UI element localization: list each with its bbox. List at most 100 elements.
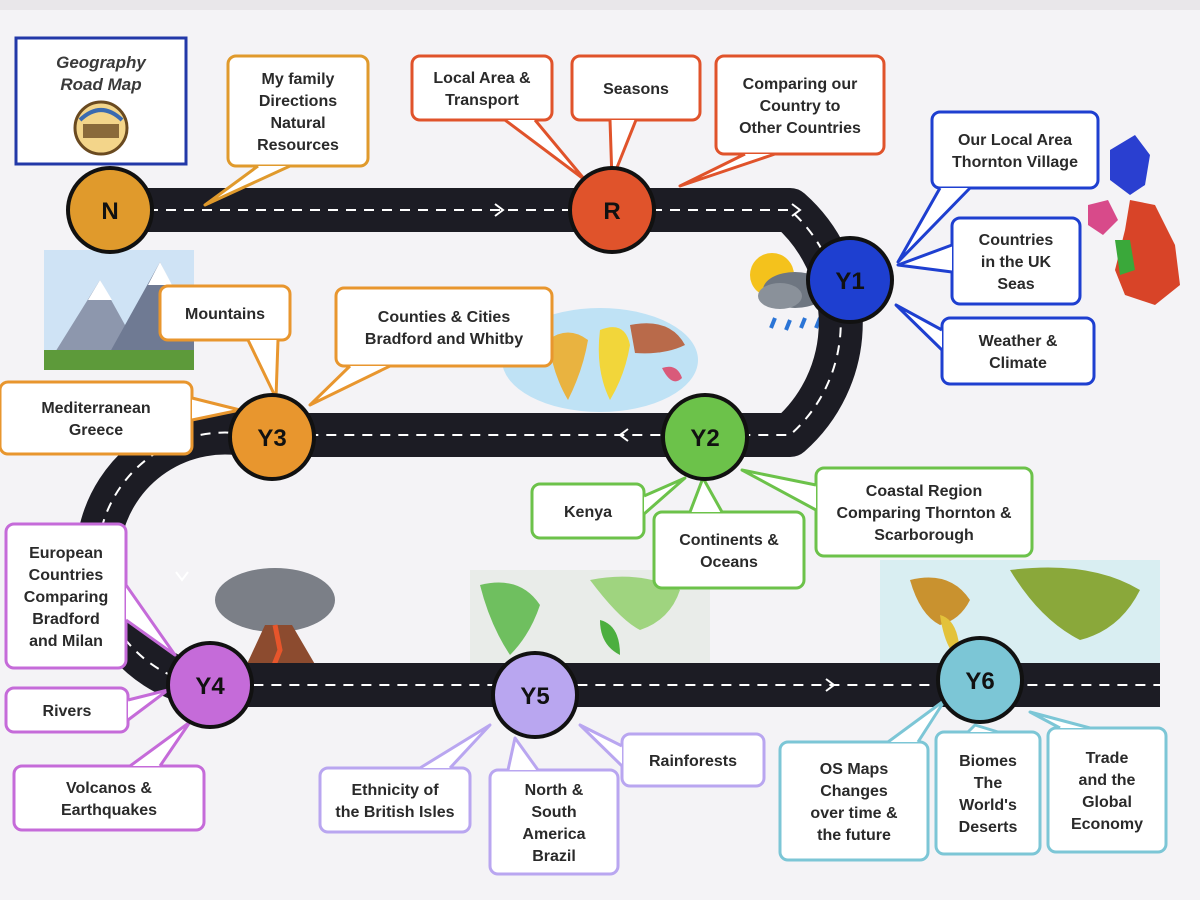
callout-y6a-line-2: over time & — [810, 805, 898, 822]
callout-y4a-line-0: European — [29, 545, 103, 562]
callout-y1c: Weather & Climate — [894, 303, 1096, 386]
stop-label-y2: Y2 — [690, 425, 719, 452]
callout-y2c-line-2: Scarborough — [874, 527, 974, 544]
stop-r: R — [568, 166, 656, 254]
callout-y1a-line-1: Thornton Village — [952, 154, 1078, 171]
stop-y2: Y2 — [661, 393, 749, 481]
callout-r2: Seasons — [570, 54, 702, 182]
uk-map-picture — [1088, 135, 1180, 305]
callout-y4c-line-0: Volcanos & — [66, 780, 152, 797]
callout-y5b-line-3: Brazil — [532, 848, 576, 865]
callout-y4c-line-1: Earthquakes — [61, 802, 157, 819]
callout-y4a-line-3: Bradford — [32, 611, 100, 628]
callout-y6b-line-0: Biomes — [959, 753, 1017, 770]
callout-y2b: Continents & Oceans — [652, 476, 806, 590]
callout-y2a: Kenya — [530, 476, 687, 540]
callout-y6a-line-1: Changes — [820, 783, 888, 800]
stop-y4: Y4 — [166, 641, 254, 729]
callout-y5b-line-1: South — [531, 804, 576, 821]
callout-n1-line-2: Natural — [270, 115, 325, 132]
callout-r3-line-2: Other Countries — [739, 120, 861, 137]
road-arrow-2 — [791, 203, 802, 217]
callout-y5a-line-1: the British Isles — [335, 804, 454, 821]
stop-label-y1: Y1 — [835, 268, 864, 295]
callout-y6b-line-1: The — [974, 775, 1003, 792]
stop-y3: Y3 — [228, 393, 316, 481]
road-arrow-5 — [825, 678, 836, 692]
school-logo — [73, 100, 129, 156]
callout-y6c-line-2: Global — [1082, 794, 1132, 811]
callout-n1-line-3: Resources — [257, 137, 339, 154]
callout-y5c-line-0: Rainforests — [649, 753, 737, 770]
callout-y4b: Rivers — [4, 686, 170, 734]
callout-y2c-line-0: Coastal Region — [866, 483, 982, 500]
callout-y1c-line-1: Climate — [989, 355, 1047, 372]
road-arrow-1 — [494, 203, 505, 217]
callout-y4a-line-4: and Milan — [29, 633, 103, 650]
callout-y5a: Ethnicity of the British Isles — [318, 723, 492, 834]
callout-y1b-line-0: Countries — [979, 232, 1054, 249]
callout-y2b-line-1: Oceans — [700, 554, 758, 571]
callout-y3b-line-1: Bradford and Whitby — [365, 331, 523, 348]
callout-y1a-line-0: Our Local Area — [958, 132, 1072, 149]
title-line1: Geography — [56, 53, 147, 72]
stop-label-y5: Y5 — [520, 683, 549, 710]
stop-y5: Y5 — [491, 651, 579, 739]
stop-y6: Y6 — [936, 636, 1024, 724]
road-arrow-4 — [175, 571, 189, 582]
title-box: Geography Road Map — [14, 36, 188, 166]
stop-label-y6: Y6 — [965, 668, 994, 695]
callout-y6a-line-0: OS Maps — [820, 761, 889, 778]
callout-y4c: Volcanos & Earthquakes — [12, 720, 206, 832]
callout-y5b-line-0: North & — [525, 782, 584, 799]
stop-n: N — [66, 166, 154, 254]
callout-r3-line-1: Country to — [760, 98, 841, 115]
road-arrow-3 — [618, 428, 629, 442]
callout-y2b-line-0: Continents & — [679, 532, 779, 549]
biomes-map-picture — [880, 560, 1160, 670]
callout-n1-line-0: My family — [262, 71, 335, 88]
callout-y3c-line-0: Mediterranean — [41, 400, 150, 417]
stop-y1: Y1 — [806, 236, 894, 324]
callout-y5c: Rainforests — [578, 723, 766, 788]
stop-label-r: R — [603, 198, 620, 225]
stop-label-n: N — [101, 198, 118, 225]
callout-y1c-line-0: Weather & — [979, 333, 1058, 350]
callout-y3c-line-1: Greece — [69, 422, 123, 439]
callout-y4a-line-1: Countries — [29, 567, 104, 584]
callout-r3-line-0: Comparing our — [743, 76, 858, 93]
callout-y3a: Mountains — [158, 284, 292, 400]
callout-y6c-line-0: Trade — [1086, 750, 1129, 767]
stop-label-y4: Y4 — [195, 673, 225, 700]
callout-y6b-line-2: World's — [959, 797, 1017, 814]
callout-y6b-line-3: Deserts — [959, 819, 1018, 836]
callout-y1b-line-1: in the UK — [981, 254, 1052, 271]
stop-label-y3: Y3 — [257, 425, 286, 452]
callout-y3b-line-0: Counties & Cities — [378, 309, 511, 326]
callout-r1-line-1: Transport — [445, 92, 519, 109]
callout-n1-line-1: Directions — [259, 93, 337, 110]
callout-y6c-line-3: Economy — [1071, 816, 1143, 833]
callout-y3a-line-0: Mountains — [185, 306, 265, 323]
callout-r1-line-0: Local Area & — [433, 70, 531, 87]
callout-r2-line-0: Seasons — [603, 81, 669, 98]
callout-y6a-line-3: the future — [817, 827, 891, 844]
title-line2: Road Map — [60, 75, 141, 94]
callout-y4b-line-0: Rivers — [43, 703, 92, 720]
callout-y5a-line-0: Ethnicity of — [351, 782, 439, 799]
callout-r1: Local Area & Transport — [410, 54, 587, 182]
callout-y2c-line-1: Comparing Thornton & — [836, 505, 1012, 522]
